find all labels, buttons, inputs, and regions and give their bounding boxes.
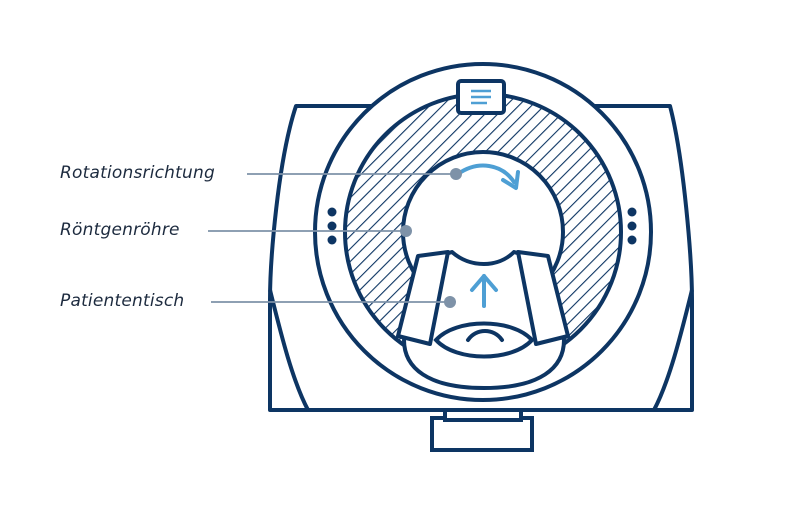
- leader-rotation: [247, 168, 462, 180]
- label-patient-table: Patiententisch: [60, 291, 185, 311]
- left-indicator-dots: [327, 207, 337, 245]
- scanner-base: [430, 416, 534, 452]
- label-rotation-direction: Rotationsrichtung: [60, 163, 215, 183]
- housing-right-contour: [652, 289, 694, 411]
- housing-left-contour: [268, 289, 310, 411]
- up-arrow-icon: [470, 274, 498, 308]
- right-indicator-dots: [627, 207, 637, 245]
- label-xray-tube: Röntgenröhre: [60, 220, 180, 240]
- rotation-arrow-icon: [456, 163, 520, 190]
- leader-tube: [208, 225, 412, 237]
- patient-table: [396, 250, 570, 390]
- leader-table: [211, 296, 456, 308]
- control-panel-icon: [456, 79, 506, 115]
